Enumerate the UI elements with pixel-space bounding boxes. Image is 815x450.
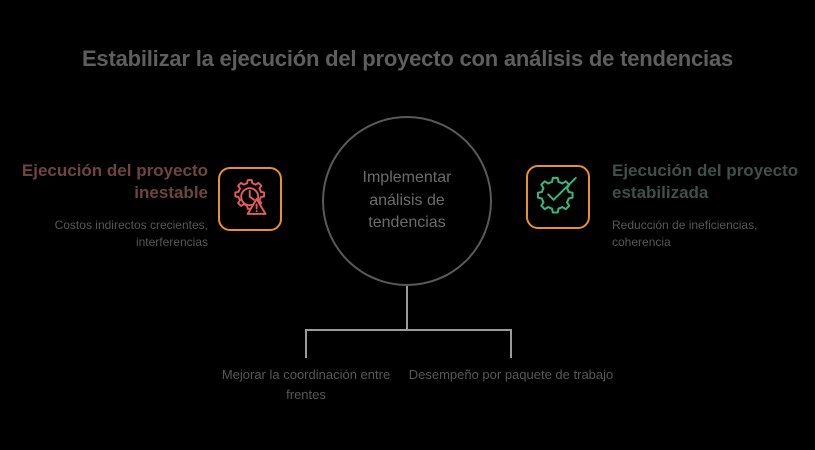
connector-drop-left: [305, 329, 307, 358]
connector-drop-right: [510, 329, 512, 358]
connector-crossbar: [305, 329, 512, 331]
left-icon-tile: [218, 167, 282, 231]
branch-label-right: Desempeño por paquete de trabajo: [408, 367, 614, 382]
connector-stem: [406, 286, 408, 331]
branch-label-left: Mejorar la coordinación entre frentes: [221, 367, 391, 402]
center-node-label: Implementar análisis de tendencias: [362, 168, 452, 232]
left-outcome-heading: Ejecución del proyecto inestable: [21, 161, 208, 203]
left-outcome-subtitle: Costos indirectos crecientes, interferen…: [54, 217, 208, 250]
center-node: Implementar análisis de tendencias: [322, 116, 492, 286]
gear-check-icon: [535, 172, 581, 223]
left-outcome-block: Ejecución del proyecto inestable Costos …: [18, 160, 208, 252]
page-title: Estabilizar la ejecución del proyecto co…: [81, 46, 734, 71]
right-outcome-subtitle: Reducción de ineficiencias, coherencia: [612, 217, 758, 250]
right-icon-tile: [526, 165, 590, 229]
right-outcome-block: Ejecución del proyecto estabilizada Redu…: [612, 160, 802, 252]
right-outcome-heading: Ejecución del proyecto estabilizada: [612, 161, 799, 203]
gear-warning-icon: [228, 175, 272, 224]
